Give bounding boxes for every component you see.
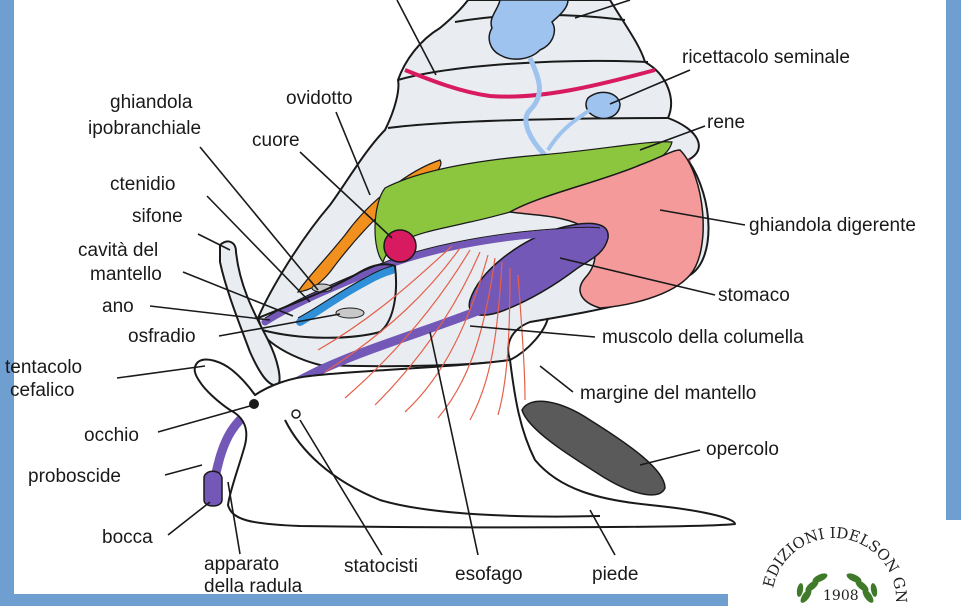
label-piede: piede [592, 564, 639, 585]
label-ghiandola-digerente: ghiandola digerente [749, 215, 916, 236]
label-opercolo: opercolo [706, 439, 779, 460]
label-margine-mantello: margine del mantello [580, 383, 756, 404]
label-statocisti: statocisti [344, 556, 418, 577]
frame-left [0, 0, 14, 606]
frame-bottom [0, 594, 728, 606]
seal-year: 1908 [823, 588, 859, 604]
label-muscolo-columella: muscolo della columella [602, 327, 804, 348]
label-osfradio: osfradio [128, 326, 196, 347]
statocyst [292, 410, 300, 418]
label-cavita-2: mantello [90, 264, 162, 285]
label-tentacolo-2: cefalico [10, 380, 74, 401]
frame-right [946, 0, 961, 520]
label-cuore: cuore [252, 130, 300, 151]
label-bocca: bocca [102, 527, 153, 548]
label-sifone: sifone [132, 206, 183, 227]
label-ipobranchiale-2: ipobranchiale [88, 118, 201, 139]
label-proboscide: proboscide [28, 466, 121, 487]
label-ano: ano [102, 296, 134, 317]
proboscis-tip [204, 471, 222, 506]
label-ipobranchiale-1: ghiandola [110, 92, 193, 113]
osphradium [336, 308, 364, 318]
label-esofago: esofago [455, 564, 523, 585]
label-apparato-1: apparato [204, 554, 279, 575]
eye [249, 399, 259, 409]
label-apparato-2: della radula [204, 576, 303, 597]
label-rene: rene [707, 112, 745, 133]
seminal-receptacle [586, 92, 620, 118]
label-occhio: occhio [84, 425, 139, 446]
label-stomaco: stomaco [718, 285, 790, 306]
label-ricettacolo-seminale: ricettacolo seminale [682, 47, 850, 68]
label-tentacolo-1: tentacolo [5, 357, 82, 378]
label-cavita-1: cavità del [78, 240, 158, 261]
label-ovidotto: ovidotto [286, 88, 353, 109]
label-ctenidio: ctenidio [110, 174, 176, 195]
